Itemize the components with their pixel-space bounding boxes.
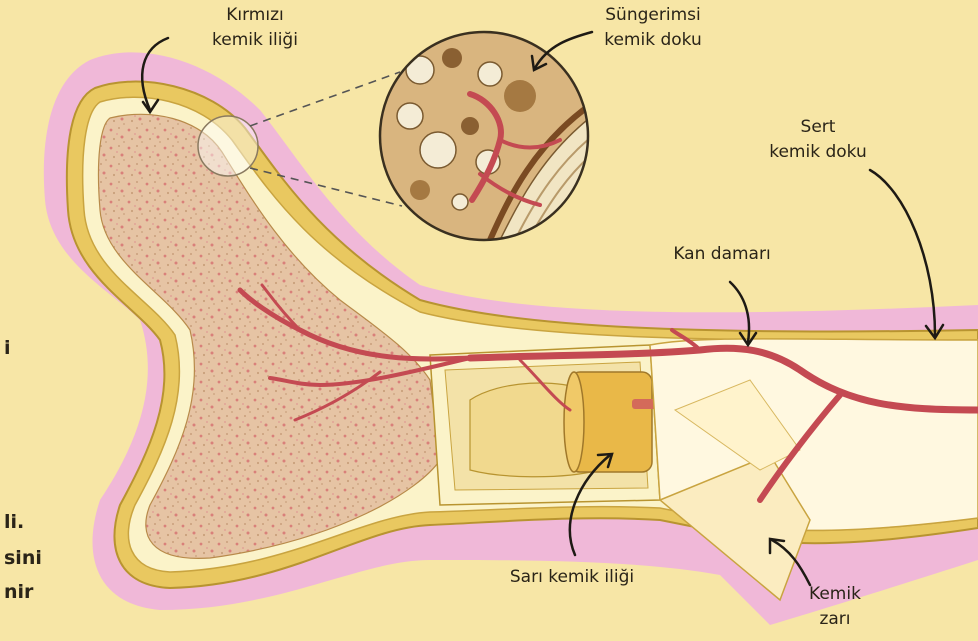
label-spongy-bone: Süngerimsi kemik doku <box>598 3 708 53</box>
label-blood-vessel: Kan damarı <box>662 242 782 267</box>
magnify-source <box>198 116 258 176</box>
side-text-fragment-1: i <box>4 334 11 362</box>
side-text-fragment-3: sini <box>4 544 42 572</box>
label-red-marrow: Kırmızı kemik iliği <box>185 3 325 53</box>
label-periosteum: Kemik zarı <box>790 582 880 632</box>
label-yellow-marrow: Sarı kemik iliği <box>492 565 652 590</box>
side-text-fragment-4: nir <box>4 578 33 606</box>
label-compact-bone: Sert kemik doku <box>758 115 878 165</box>
side-text-fragment-2: li. <box>4 508 24 536</box>
